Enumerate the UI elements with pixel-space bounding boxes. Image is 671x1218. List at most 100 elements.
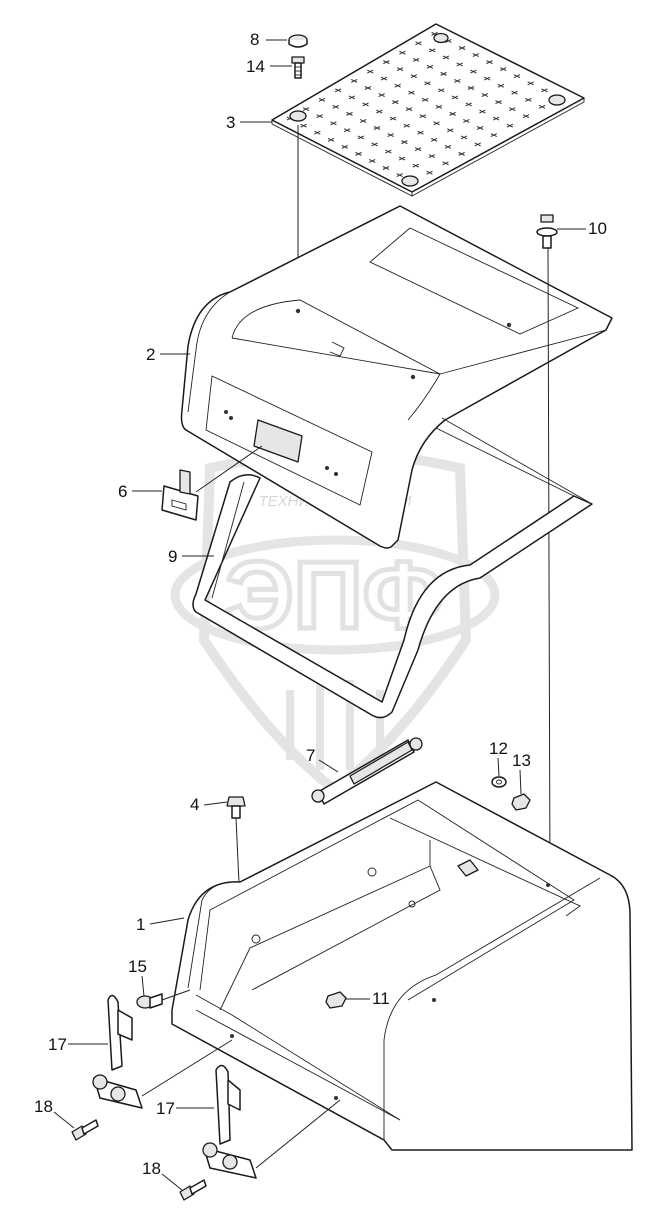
perforation-hole — [343, 128, 351, 133]
callout-17b: 17 — [156, 1099, 175, 1118]
callout-12: 12 — [489, 739, 508, 758]
perforation-hole — [454, 78, 461, 83]
hinge-latch-part-17b — [202, 1064, 257, 1179]
perforation-hole — [332, 104, 339, 109]
nut-part-11 — [325, 991, 347, 1009]
callout-11: 11 — [372, 989, 390, 1008]
bolt-part-14 — [291, 56, 305, 79]
callout-15: 15 — [128, 957, 147, 976]
perforation-hole — [300, 123, 307, 128]
perforation-hole — [522, 114, 530, 119]
perforation-hole — [483, 76, 491, 81]
perforation-hole — [511, 90, 518, 95]
assembly-axis-10 — [547, 247, 551, 881]
perforation-hole — [476, 126, 484, 130]
callout-2: 2 — [146, 345, 155, 364]
perforation-hole — [430, 137, 438, 142]
perforation-hole — [387, 133, 394, 138]
callout-7: 7 — [306, 746, 315, 765]
perforation-hole — [405, 107, 413, 112]
callout-6: 6 — [118, 482, 127, 501]
perforation-hole — [447, 128, 454, 133]
perforation-hole — [376, 109, 383, 114]
perforation-hole — [509, 107, 516, 112]
base-box — [171, 781, 633, 1151]
perforation-hole — [495, 100, 502, 105]
perforation-hole — [401, 140, 408, 145]
perforation-hole — [426, 170, 433, 175]
callout-10: 10 — [588, 219, 607, 238]
perforation-hole — [435, 104, 443, 109]
hinge-latch-part-17a — [92, 994, 143, 1109]
perforation-hole — [426, 64, 434, 69]
perforation-hole — [460, 135, 468, 140]
perforation-hole — [357, 135, 365, 140]
perforation-hole — [362, 102, 369, 107]
perforation-hole — [433, 121, 440, 126]
perforation-hole — [424, 81, 431, 86]
perforation-hole — [410, 74, 418, 79]
perforation-hole — [442, 55, 450, 60]
perforation-hole — [318, 97, 326, 102]
callout-9: 9 — [168, 547, 177, 566]
callout-4: 4 — [190, 795, 199, 814]
callout-14: 14 — [246, 57, 265, 76]
bolt-part-18a — [71, 1119, 99, 1141]
plate-perforations — [286, 31, 562, 185]
perforation-hole — [513, 74, 521, 79]
perforation-hole — [378, 93, 385, 98]
perforation-hole — [314, 130, 321, 135]
perforation-hole — [341, 144, 349, 149]
perforation-hole — [412, 163, 419, 168]
perforation-hole — [394, 83, 401, 88]
perforation-hole — [383, 60, 390, 65]
perforation-hole — [302, 107, 310, 112]
callout-18b: 18 — [142, 1159, 161, 1178]
perforation-hole — [499, 67, 507, 72]
perforation-hole — [465, 102, 472, 107]
latch-part-6 — [161, 469, 199, 521]
perforation-hole — [440, 71, 447, 76]
perforation-hole — [385, 149, 392, 154]
perforation-hole — [479, 109, 486, 114]
perforation-hole — [474, 142, 481, 147]
hood-cover — [180, 205, 613, 549]
perforation-hole — [429, 48, 436, 53]
perforation-hole — [428, 154, 436, 159]
perforation-hole — [350, 78, 358, 83]
perforation-hole — [403, 123, 410, 128]
perforation-hole — [408, 90, 415, 95]
callout-13: 13 — [512, 751, 531, 770]
perforation-hole — [438, 88, 445, 93]
perforation-hole — [348, 95, 356, 100]
callouts: 8 14 3 10 2 6 9 7 12 13 4 1 15 11 17 17 … — [34, 30, 607, 1191]
perforation-hole — [421, 97, 429, 102]
pin-part-15 — [136, 993, 163, 1009]
perforation-hole — [527, 81, 534, 86]
perforation-hole — [506, 123, 514, 128]
perforation-hole — [442, 161, 449, 166]
callout-8: 8 — [250, 30, 259, 49]
perforation-hole — [444, 144, 452, 149]
bolt-part-18b — [179, 1179, 207, 1201]
perforation-hole — [369, 158, 376, 163]
bolt-part-10 — [536, 214, 558, 249]
perforation-hole — [392, 100, 399, 105]
perforation-hole — [355, 151, 362, 156]
bolt-part-4 — [226, 796, 246, 819]
perforation-hole — [463, 118, 470, 123]
perforation-hole — [316, 114, 323, 119]
perforation-hole — [327, 137, 335, 142]
perforation-hole — [414, 147, 422, 152]
perforation-hole — [359, 118, 367, 123]
grommet-part-8 — [288, 34, 308, 48]
perforation-hole — [399, 50, 406, 55]
perforation-hole — [330, 121, 337, 126]
perforation-hole — [419, 114, 427, 119]
perforation-hole — [525, 97, 532, 102]
perforation-hole — [371, 142, 378, 147]
perforation-hole — [334, 88, 342, 93]
perforation-hole — [346, 111, 353, 116]
perforation-hole — [449, 111, 456, 116]
